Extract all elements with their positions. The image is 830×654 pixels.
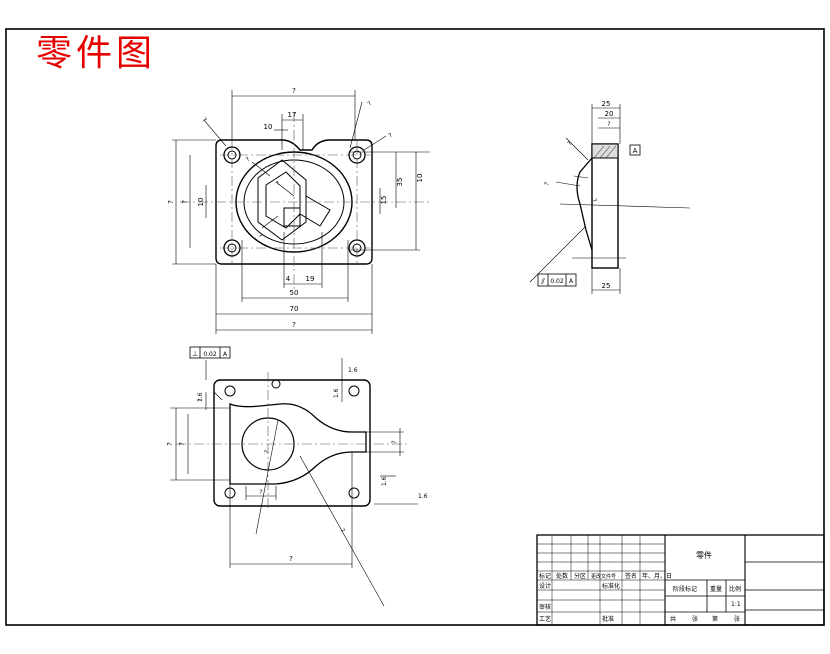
top-dim-bottom-b: 19 — [306, 275, 315, 283]
side-tolerance-frame — [537, 273, 577, 287]
side-view-body — [591, 143, 619, 269]
scale-value: 1:1 — [731, 601, 741, 608]
side-dim-top-c: ? — [607, 121, 610, 128]
row-label-2: 分区 — [574, 572, 586, 580]
row-label-5: 年、月、日 — [642, 572, 672, 580]
front-view-hole-tl — [224, 385, 236, 397]
side-view: A ⫽ 0.02 A 25 20 ? 25 ? ? ? — [529, 100, 691, 294]
top-dim-bottom-c: 50 — [290, 289, 299, 297]
side-label-r-c: ? — [590, 198, 598, 204]
top-dim-left-outer: ? — [167, 200, 175, 204]
side-datum: A — [633, 147, 638, 155]
top-dim-small: 17 — [288, 111, 297, 119]
side-dim-top-b: 20 — [605, 110, 614, 118]
front-tolerance-value: 0.02 — [203, 351, 217, 358]
row-label-0: 标记 — [539, 572, 551, 580]
front-dim-bottom-a: ? — [289, 555, 293, 563]
front-view-flange — [213, 379, 371, 507]
designer-label: 设计 — [539, 582, 551, 590]
side-tolerance-datum: A — [569, 278, 574, 285]
top-dim-bottom-a: 4 — [286, 275, 291, 283]
side-label-r-b: ? — [543, 181, 551, 186]
top-label-r-slot: ? — [245, 156, 252, 163]
top-dim-bottom-e: ? — [292, 321, 296, 329]
top-dim-right-b: 10 — [416, 174, 424, 183]
top-view: ? 17 10 ? ? 10 35 10 15 4 19 50 70 ? ? ?… — [167, 87, 430, 334]
front-dim-left-small: ? — [197, 398, 204, 401]
top-dim-right-a: 35 — [396, 178, 404, 187]
top-dim-bottom-d: 70 — [290, 305, 299, 313]
row-label-4: 签名 — [625, 572, 637, 580]
top-label-r-top: ? — [366, 100, 373, 107]
top-dim-right-c: 15 — [380, 196, 388, 205]
front-view-hole-tr — [348, 385, 360, 397]
side-view-profile — [576, 157, 593, 251]
sheet-label-0: 共 — [670, 615, 676, 623]
scale-label: 比例 — [729, 585, 741, 593]
stage-mark-label: 阶段标记 — [673, 585, 697, 593]
top-label-r-slot2: ? — [275, 180, 282, 187]
sheet-label-3: 张 — [734, 615, 740, 623]
top-dim-left-short: 10 — [197, 198, 205, 207]
row-label-1: 处数 — [556, 572, 568, 580]
standard-label: 标准化 — [602, 582, 620, 590]
front-dim-left-inner: ? — [178, 442, 186, 446]
front-rough-a: 1.6 — [348, 367, 358, 374]
side-tolerance-symbol: ⫽ — [540, 277, 545, 286]
drawing-border — [5, 28, 825, 626]
sheet-label-1: 张 — [692, 615, 698, 623]
side-datum-box — [629, 144, 641, 156]
side-dim-top-a: 25 — [602, 100, 611, 108]
front-label-r-center: ? — [263, 449, 271, 454]
front-label-r-lower: ? — [338, 528, 346, 534]
sheet-label-2: 第 — [712, 615, 718, 623]
row-label-3: 更改文件号 — [591, 573, 616, 580]
front-dim-left-outer: ? — [166, 442, 174, 446]
front-tolerance-datum: A — [223, 351, 228, 358]
front-tolerance-frame — [189, 346, 231, 359]
front-dim-right: ? — [391, 440, 398, 443]
top-view-slot — [257, 159, 307, 241]
top-label-r-corner: ? — [201, 116, 208, 123]
approve-label: 批准 — [602, 615, 614, 623]
top-dim-left-inner: ? — [181, 200, 189, 204]
front-rough-c: 1.6 — [333, 388, 340, 398]
top-label-surface: ? — [257, 232, 264, 239]
drawing-title: 零件图 — [36, 33, 157, 74]
side-label-r-a: ? — [566, 140, 573, 147]
front-rough-e: 1.6 — [418, 493, 428, 500]
top-dim-left-small: 10 — [264, 123, 273, 131]
part-name: 零件 — [696, 550, 712, 560]
top-view-flange — [215, 139, 373, 265]
top-dim-width: ? — [292, 87, 296, 95]
review-label: 审核 — [539, 603, 551, 611]
title-block: 零件 标记 处数 分区 更改文件号 签名 年、月、日 设计 标准化 审核 工艺 … — [536, 534, 825, 626]
weight-label: 重量 — [710, 585, 722, 593]
front-dim-bottom-b: ? — [259, 489, 262, 496]
front-rough-b: 1.6 — [197, 392, 204, 402]
side-tolerance-value: 0.02 — [550, 278, 564, 285]
side-dim-bottom: 25 — [602, 282, 611, 290]
front-view: ⊥ 0.02 A ? ? ? ? ? ? ? ? 1.6 1.6 1.6 1.6… — [166, 346, 428, 607]
process-label: 工艺 — [539, 615, 551, 623]
top-label-r-inner: ? — [388, 132, 394, 140]
front-tolerance-symbol: ⊥ — [192, 350, 198, 358]
front-view-hole-br — [348, 487, 360, 499]
front-rough-d: 1.6 — [381, 476, 388, 486]
